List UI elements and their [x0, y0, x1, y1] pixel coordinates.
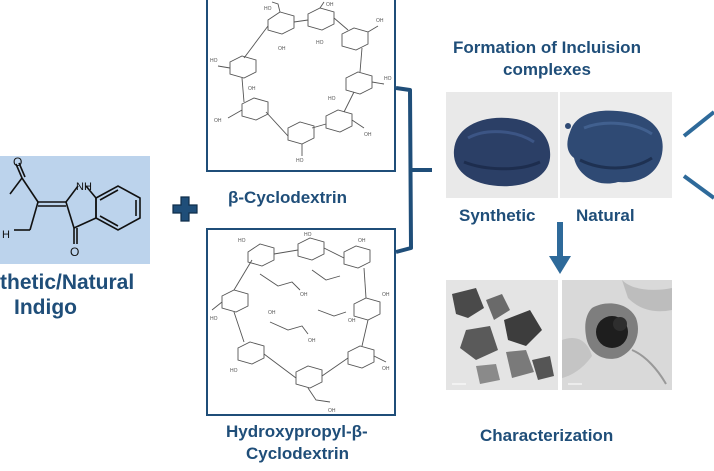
indigo-atom-nh: NH [76, 181, 92, 193]
indigo-structure-panel: O H NH O [0, 155, 150, 264]
synthetic-label: Synthetic [459, 206, 536, 225]
svg-text:OH: OH [364, 132, 372, 138]
svg-text:OH: OH [300, 292, 308, 298]
hydroxypropyl-beta-cyclodextrin-structure-box: HO HO OH OH OH OH HO HO OH OH OH OH [206, 228, 396, 416]
indigo-atom-h: H [2, 229, 10, 241]
svg-text:OH: OH [308, 338, 316, 344]
svg-text:OH: OH [376, 18, 384, 24]
indigo-structure: O H NH O [2, 155, 141, 259]
indigo-label-line2: Indigo [14, 296, 77, 319]
svg-text:HO: HO [384, 76, 392, 82]
svg-text:HO: HO [210, 316, 218, 322]
hydroxypropyl-beta-cyclodextrin-label-line2: Cyclodextrin [246, 444, 349, 463]
svg-text:OH: OH [268, 310, 276, 316]
svg-text:OH: OH [326, 2, 334, 8]
natural-tem-image [562, 280, 672, 390]
plus-sign: + [172, 196, 198, 222]
inclusion-title-line2: complexes [503, 60, 591, 79]
svg-text:HO: HO [264, 6, 272, 12]
svg-text:OH: OH [248, 86, 256, 92]
beta-cyclodextrin-structure: HO OH OH HO OH HO OH HO OH HO OH HO [210, 1, 392, 164]
natural-powder-photo [560, 92, 672, 198]
hydroxypropyl-beta-cyclodextrin-structure: HO HO OH OH OH OH HO HO OH OH OH OH [210, 232, 390, 414]
indigo-atom-o-bottom: O [70, 245, 79, 259]
svg-text:OH: OH [382, 292, 390, 298]
svg-text:HO: HO [328, 96, 336, 102]
indigo-atom-o-top: O [13, 156, 22, 169]
svg-text:HO: HO [304, 232, 312, 238]
svg-text:OH: OH [348, 318, 356, 324]
svg-text:HO: HO [210, 58, 218, 64]
synthetic-powder-photo [446, 92, 558, 198]
svg-text:HO: HO [316, 40, 324, 46]
svg-text:HO: HO [230, 368, 238, 374]
characterization-label: Characterization [480, 426, 614, 445]
branch-arrows [682, 110, 714, 200]
svg-text:OH: OH [358, 238, 366, 244]
svg-text:OH: OH [382, 366, 390, 372]
plus-icon [172, 196, 198, 222]
svg-text:OH: OH [328, 408, 336, 414]
natural-label: Natural [576, 206, 635, 225]
svg-text:HO: HO [296, 158, 304, 164]
hydroxypropyl-beta-cyclodextrin-label-line1: Hydroxypropyl-β- [226, 422, 368, 441]
svg-text:OH: OH [278, 46, 286, 52]
beta-cyclodextrin-label: β-Cyclodextrin [228, 188, 348, 207]
inclusion-title-line1: Formation of Incluision [453, 38, 641, 57]
indigo-label-line1: thetic/Natural [0, 271, 135, 294]
bracket-connector [395, 86, 413, 254]
svg-text:OH: OH [214, 118, 222, 124]
svg-text:HO: HO [238, 238, 246, 244]
synthetic-tem-image [446, 280, 558, 390]
down-arrow-icon [549, 222, 571, 274]
beta-cyclodextrin-structure-box: HO OH OH HO OH HO OH HO OH HO OH HO [206, 0, 396, 172]
